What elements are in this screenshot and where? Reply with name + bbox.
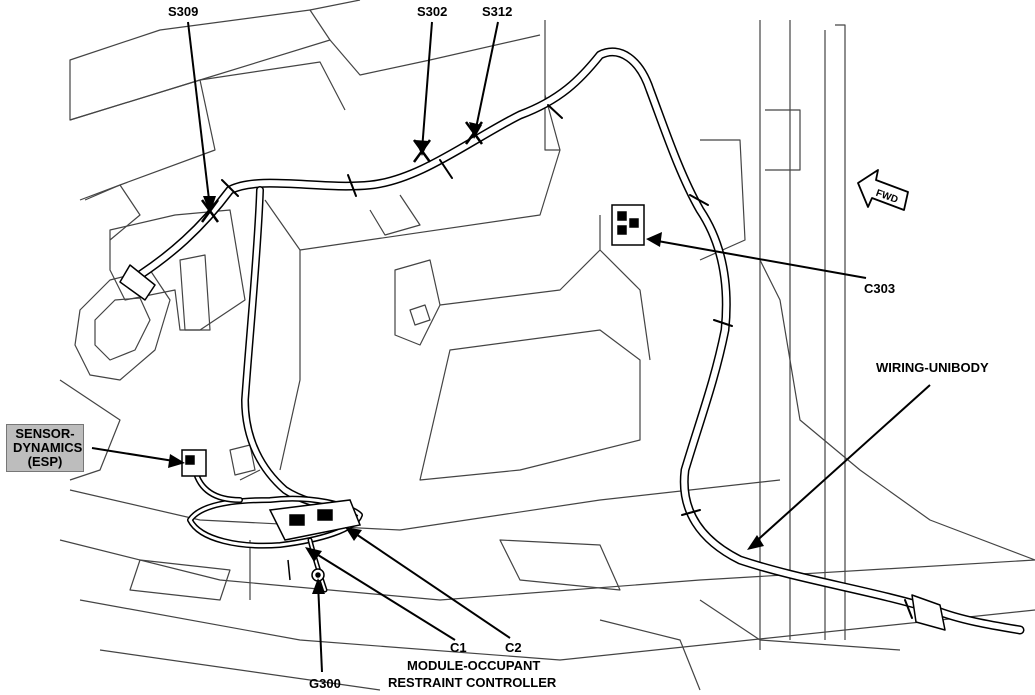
leader-c303 xyxy=(651,239,867,279)
arrowheads xyxy=(168,122,764,594)
splice-marks xyxy=(200,121,484,223)
leader-s312 xyxy=(474,21,499,134)
leader-s309 xyxy=(187,21,211,209)
label-module-line1: MODULE-OCCUPANT xyxy=(407,658,541,673)
label-sensor-dynamics-esp: SENSOR-DYNAMICS (ESP) xyxy=(6,424,84,472)
leader-s302 xyxy=(421,21,433,151)
label-s312: S312 xyxy=(482,4,513,19)
leader-g300 xyxy=(317,582,323,673)
component-c303-connector xyxy=(611,204,645,246)
wiring-harness xyxy=(119,47,1025,635)
label-c2: C2 xyxy=(505,640,522,655)
component-esp-sensor xyxy=(181,449,207,477)
component-g300-ground xyxy=(287,559,325,582)
label-c1: C1 xyxy=(450,640,467,655)
vehicle-body-structure xyxy=(59,0,1035,691)
leader-sensor-dynamics xyxy=(91,447,181,463)
label-module-line2: RESTRAINT CONTROLLER xyxy=(388,675,557,690)
fwd-arrow-icon: FWD xyxy=(857,169,909,211)
label-s302: S302 xyxy=(417,4,448,19)
leader-lines xyxy=(91,21,931,673)
leader-c1 xyxy=(309,549,456,641)
label-s309: S309 xyxy=(168,4,199,19)
label-g300: G300 xyxy=(309,676,341,691)
label-c303: C303 xyxy=(864,281,896,296)
leader-c2 xyxy=(349,529,511,639)
label-wiring-unibody: WIRING-UNIBODY xyxy=(876,360,989,375)
leader-wiring-unibody xyxy=(751,384,931,546)
component-orc-module xyxy=(268,499,362,541)
